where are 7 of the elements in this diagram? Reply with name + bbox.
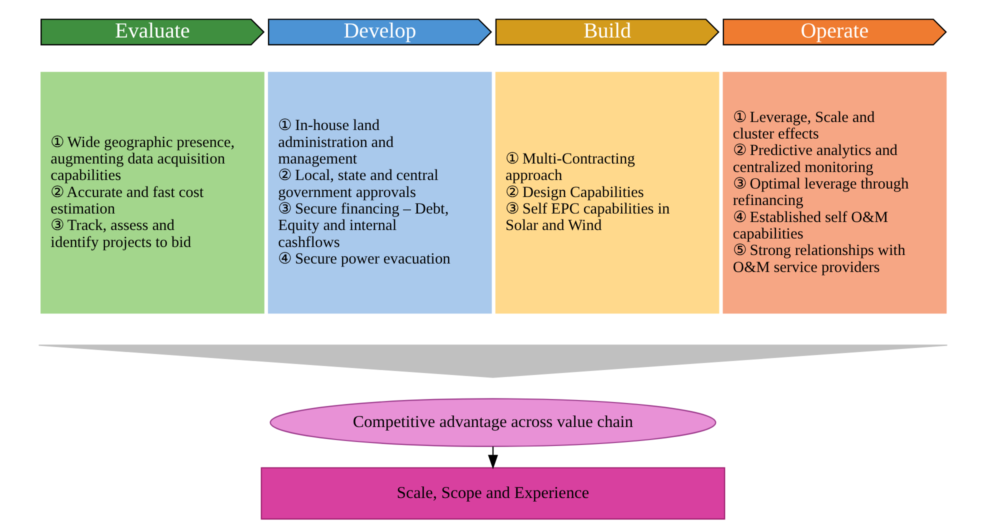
node-triangle [38, 344, 948, 378]
node-box: ① Leverage, Scale and cluster effects ② Predictive analytics and centralized monitoring ③ Optimal leverage through refinancing ④ Established self O&M capabilities ⑤ Strong relationships with O&M service providers [722, 72, 947, 314]
node-box: ① Wide geographic presence, augmenting data acquisition capabilities ② Accurate and fast cost estimation ③ Track, assess and identify projects to bid [40, 72, 264, 314]
node-box: ① In-house land administration and management ② Local, state and central government approvals ③ Secure financing – Debt, Equity and internal cashflows ④ Secure power evacuation [268, 72, 492, 314]
node-ellipse: Competitive advantage across value chain [270, 398, 716, 447]
node-box: ① Multi-Contracting approach ② Design Capabilities ③ Self EPC capabilities in Solar and Wind [495, 72, 720, 314]
node-box: Scale, Scope and Experience [260, 467, 726, 520]
